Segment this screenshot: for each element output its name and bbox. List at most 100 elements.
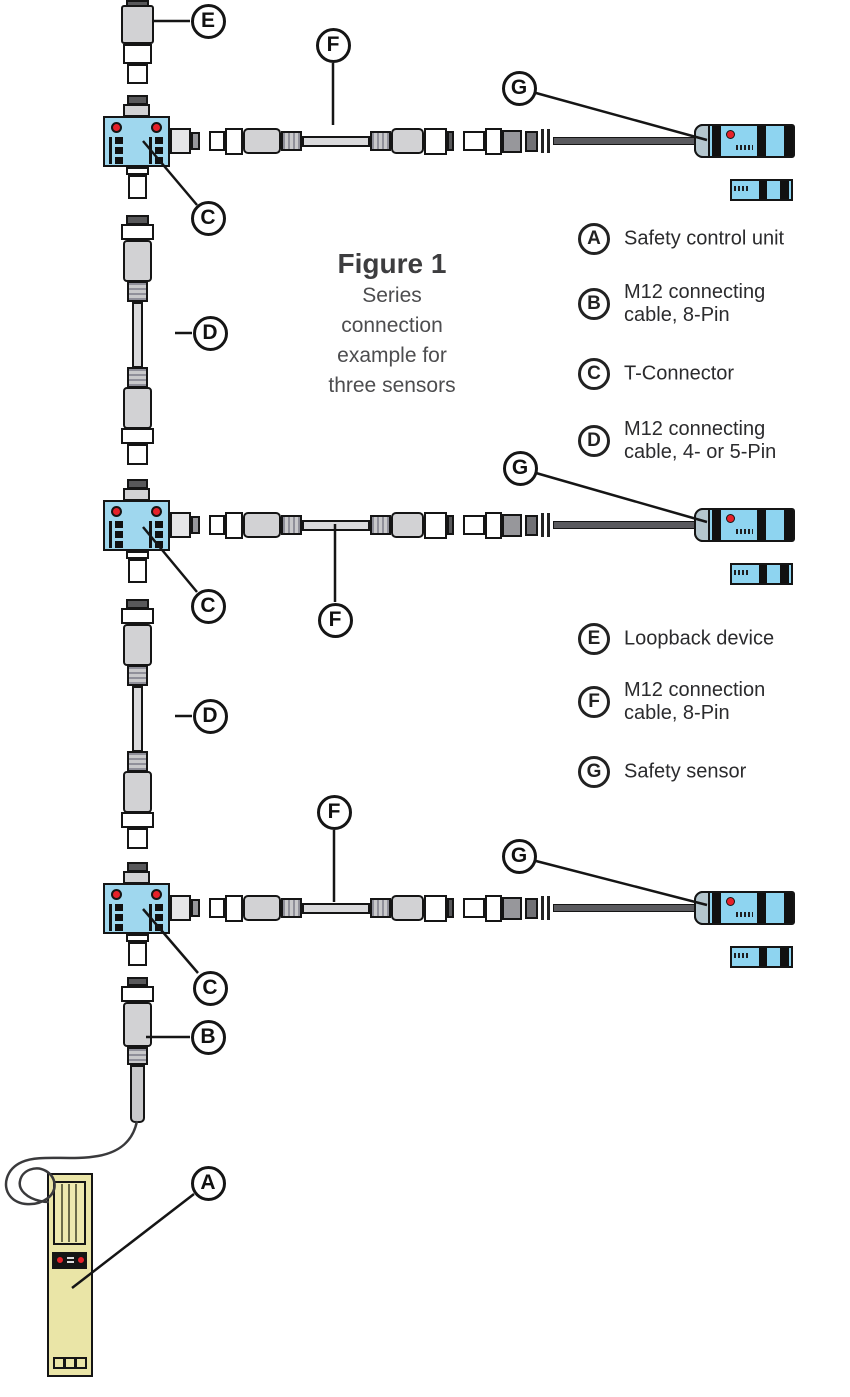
sensor-connector-block [525,515,538,536]
f-cable-end-cap [447,898,454,918]
callout-d: D [192,315,228,351]
f-cable-coupling-ring [225,895,243,922]
sensor-connector-block [502,514,522,537]
f-cable-coupling-ring [225,128,243,155]
d-cable-coupling-ring [121,608,154,624]
t-connector-bottom-ring [126,551,149,559]
sensor-stripe [712,893,721,923]
sensor-coupling-ring [485,895,502,922]
sensor-cable-bar [541,896,544,920]
sensor-led [726,130,735,139]
legend-label-g: Safety sensor [624,761,746,784]
control-unit-vent-line [75,1184,77,1242]
sensor-end-cap [694,508,710,542]
d-cable-grip [127,367,148,388]
callout-e: E [190,3,226,39]
sensor-stripe [784,126,793,156]
callout-b: B [190,1019,226,1055]
d-cable-grip [127,751,148,772]
t-connector-pin-bar [149,137,152,164]
t-connector-pin [155,541,163,548]
d-cable-connector-body [123,771,152,813]
t-connector-pin [115,541,123,548]
t-connector-led [151,889,162,900]
t-connector-bottom-ring [126,167,149,175]
d-cable-plug [127,444,148,465]
legend-label-line: Safety control unit [624,227,785,250]
d-cable-coupling-ring [121,812,154,828]
t-connector-bottom-plug [128,942,147,966]
b-connector-stem [130,1065,145,1123]
legend-label-line: M12 connecting [624,281,766,303]
t-connector-pin-bar [109,521,112,548]
control-unit-dash [67,1257,74,1259]
figure-caption-line: Series [362,284,422,307]
legend-label-line: T-Connector [624,362,735,385]
sensor-cable-bar [547,896,550,920]
callout-leader-line [535,91,708,142]
sensor-connector-block [525,898,538,919]
callout-c: C [190,200,226,236]
legend-label-line: M12 connecting [624,418,766,440]
legend-label-line: Loopback device [624,627,775,650]
legend-label-line: cable, 8-Pin [624,702,730,724]
legend-key-c: C [578,358,610,390]
control-unit-terminal [75,1357,87,1369]
sensor-plug [463,131,485,151]
callout-leader-line [535,471,708,524]
t-connector-pin [155,521,163,528]
callout-g: G [501,70,537,106]
actuator-label-mark [734,570,750,575]
sensor-led [726,897,735,906]
loopback-device-plug [127,64,148,84]
callout-f: F [317,602,353,638]
legend-key-b: B [578,288,610,320]
d-cable-connector-body [123,387,152,429]
f-cable-wire [302,903,370,914]
f-cable-end-cap [447,515,454,535]
d-cable-grip [127,665,148,686]
d-cable-coupling-ring [121,428,154,444]
f-cable-coupling-ring [424,512,447,539]
f-cable-connector-body [391,128,424,154]
actuator-stripe [780,181,789,199]
t-connector-pin [115,924,123,931]
d-cable-wire [132,302,143,368]
control-unit-dash [67,1261,74,1263]
sensor-stripe [712,510,721,540]
t-connector-right-stub [191,132,200,150]
sensor-led [726,514,735,523]
legend-label-e: Loopback device [624,628,774,651]
legend-label-line: M12 connection [624,679,766,701]
sensor-connector-block [525,131,538,152]
t-connector-led [111,122,122,133]
safety-sensor [694,891,795,925]
t-connector-pin [115,137,123,144]
callout-g: G [501,838,537,874]
t-connector-pin-bar [109,137,112,164]
t-connector-right-port [170,128,191,154]
f-cable-coupling-ring [424,895,447,922]
f-cable-plug [209,898,225,918]
sensor-stripe [784,893,793,923]
t-connector-led [111,889,122,900]
callout-f: F [316,794,352,830]
b-connector-coupling-ring [121,986,154,1002]
f-cable-plug [209,515,225,535]
t-connector-led [151,122,162,133]
t-connector-pin-bar [149,521,152,548]
t-connector-bottom-plug [128,175,147,199]
legend-label-line: cable, 8-Pin [624,304,730,326]
t-connector-pin [155,924,163,931]
sensor-stripe [757,126,766,156]
legend-key-e: E [578,623,610,655]
figure-heading: Figure 1 [337,248,447,279]
t-connector-pin [115,147,123,154]
f-cable-connector-body [391,895,424,921]
f-cable-grip [281,515,302,535]
f-cable-grip [370,131,391,151]
